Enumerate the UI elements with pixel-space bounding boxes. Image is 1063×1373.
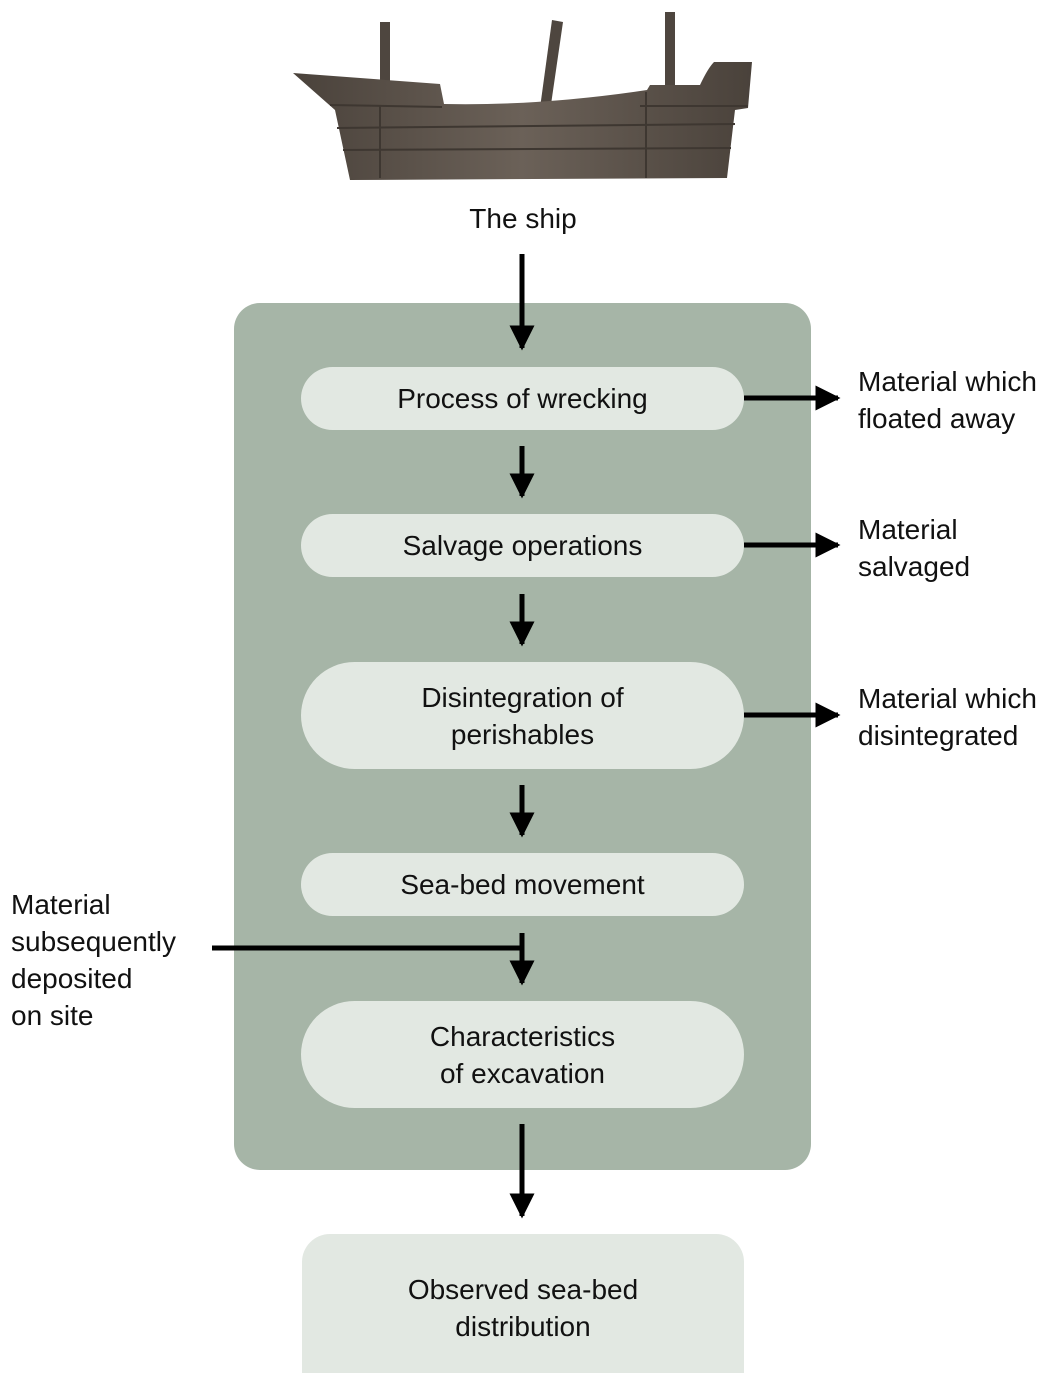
step-disintegration-of-perishables: Disintegration of perishables xyxy=(301,662,744,769)
step-label: Disintegration of perishables xyxy=(421,681,624,750)
step-process-of-wrecking: Process of wrecking xyxy=(301,367,744,430)
step-label: Salvage operations xyxy=(402,530,643,561)
step-label: Characteristics of excavation xyxy=(429,1020,616,1089)
step-characteristics-of-excavation: Characteristics of excavation xyxy=(301,1001,744,1108)
result-observed-sea-bed-distribution: Observed sea-bed distribution xyxy=(302,1234,744,1373)
step-sea-bed-movement: Sea-bed movement xyxy=(301,853,744,916)
result-label: Observed sea-bed distribution xyxy=(407,1273,639,1342)
output-material-disintegrated: Material which disintegrated xyxy=(858,683,1037,751)
output-material-floated-away: Material which floated away xyxy=(858,366,1037,434)
ship-hull xyxy=(293,12,752,180)
step-label: Sea-bed movement xyxy=(400,869,645,900)
step-label: Process of wrecking xyxy=(397,383,648,414)
input-material-deposited: Material subsequently deposited on site xyxy=(11,889,177,1031)
step-salvage-operations: Salvage operations xyxy=(301,514,744,577)
ship-label: The ship xyxy=(469,203,577,234)
output-material-salvaged: Material salvaged xyxy=(858,514,971,582)
